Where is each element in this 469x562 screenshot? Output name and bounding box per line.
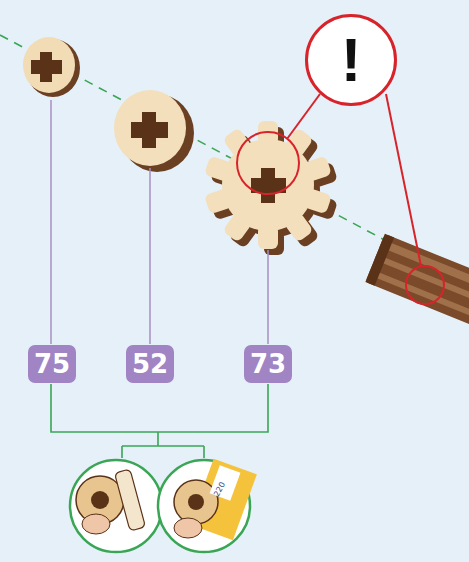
leader-line — [50, 100, 52, 344]
step-thumbnail — [158, 459, 257, 552]
group-bracket — [51, 384, 268, 458]
callout-number: 73 — [250, 351, 286, 377]
callout-number: 75 — [28, 345, 76, 383]
warning-mark: ! — [341, 29, 362, 91]
callout-number: 52 — [132, 351, 168, 377]
spacer-large — [114, 90, 194, 172]
leader-line — [386, 94, 421, 266]
step-thumbnail — [70, 460, 162, 552]
detail-circle — [406, 266, 444, 304]
spacer-small — [23, 37, 80, 97]
callout-number: 75 — [34, 351, 70, 377]
leader-line — [149, 168, 151, 344]
detail-circle — [237, 132, 299, 194]
gear — [204, 121, 338, 255]
callout-number: 73 — [244, 345, 292, 383]
callout-number: 52 — [126, 345, 174, 383]
warning-circle: ! — [305, 14, 397, 106]
leader-line — [287, 94, 320, 139]
leader-line — [267, 250, 269, 344]
